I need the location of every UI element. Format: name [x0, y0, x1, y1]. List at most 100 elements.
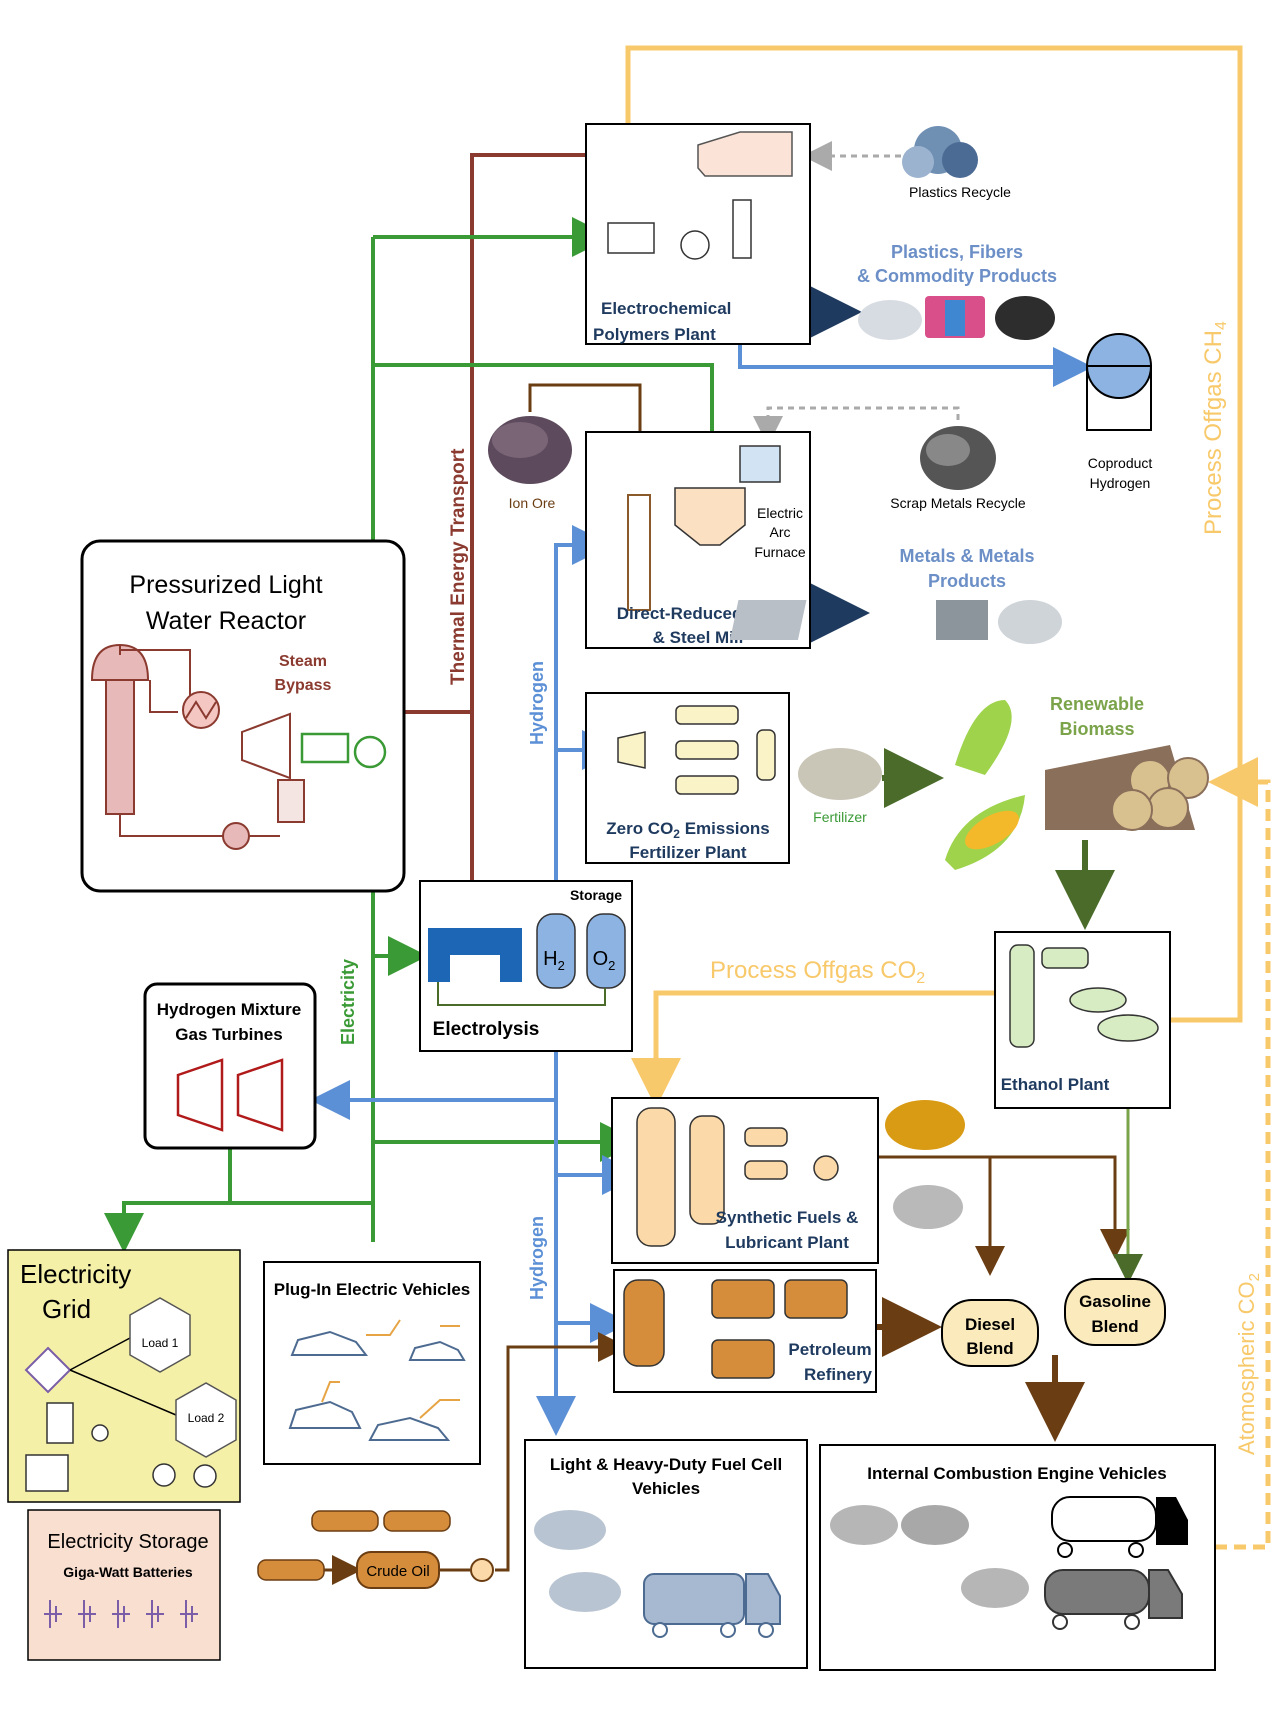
load-1-label: Load 1 — [142, 1336, 179, 1350]
fcv-car-2-icon — [549, 1572, 621, 1612]
fermenter-1-icon — [1069, 987, 1127, 1013]
fcv-truck-cab-icon — [745, 1573, 781, 1625]
synfuels-hx-1-icon — [744, 1127, 788, 1147]
metals-products-line2: Products — [928, 571, 1006, 591]
plastics-products-line2: & Commodity Products — [857, 266, 1057, 286]
ice-truck-2-trailer-icon — [1044, 1569, 1150, 1615]
diesel-label-line1: Diesel — [965, 1315, 1015, 1334]
eaf-label-line2: Arc — [770, 524, 791, 540]
synfuels-pump-icon — [813, 1155, 839, 1181]
metals-products-line1: Metals & Metals — [899, 546, 1034, 566]
plastics-products-image — [858, 296, 1055, 340]
biomass-label-line2: Biomass — [1059, 719, 1134, 739]
electric-arc-furnace-icon — [674, 487, 746, 546]
diesel-label-line2: Blend — [966, 1339, 1013, 1358]
plastics-recycle-image — [902, 126, 978, 178]
coproduct-line2: Hydrogen — [1090, 475, 1151, 491]
railcar-1-icon — [311, 1510, 379, 1532]
ice-label: Internal Combustion Engine Vehicles — [867, 1464, 1166, 1483]
petroleum-refinery: Petroleum Refinery — [613, 1269, 877, 1393]
turbine-icon — [241, 712, 291, 780]
iron-ore-image — [488, 416, 572, 484]
ethanol-exchanger-icon — [1041, 947, 1089, 969]
polymers-plant: Electrochemical Polymers Plant — [585, 123, 811, 345]
railcar-3-icon — [257, 1559, 325, 1581]
refinery-tank-2-icon — [784, 1279, 848, 1319]
crude-oil-pump-icon — [470, 1558, 494, 1582]
fan-icon — [193, 1464, 217, 1488]
fermenter-2-icon — [1097, 1014, 1159, 1042]
synfuels-plant: Synthetic Fuels & Lubricant Plant — [611, 1097, 879, 1264]
ethanol-plant: Ethanol Plant — [994, 931, 1171, 1109]
iron-ore-label: Ion Ore — [509, 495, 556, 511]
hydrogen-label-upper: Hydrogen — [527, 661, 547, 745]
grid-label-line2: Grid — [42, 1294, 91, 1324]
reactor-tube-1-icon — [675, 705, 739, 725]
gasoline-label-line2: Blend — [1091, 1317, 1138, 1336]
pump-icon — [222, 822, 250, 850]
crude-oil-section: Crude Oil — [257, 1510, 494, 1589]
oil-lines — [495, 383, 1130, 1572]
separator-icon — [756, 729, 776, 781]
h2-label: H2 — [543, 948, 565, 973]
turbines-label-line2: Gas Turbines — [175, 1025, 282, 1044]
offgas-co2-label: Process Offgas CO2 — [710, 957, 925, 987]
o2-label: O2 — [593, 948, 616, 973]
synfuels-hx-2-icon — [744, 1160, 788, 1180]
vessel-icon — [680, 230, 710, 260]
fertilizer-plant: Zero CO2 Emissions Fertilizer Plant — [585, 692, 790, 864]
turbine-1-icon — [176, 1058, 224, 1132]
battery-icons — [44, 1600, 198, 1628]
ev-label: Plug-In Electric Vehicles — [274, 1280, 471, 1299]
synfuels-label-line1: Synthetic Fuels & — [716, 1208, 859, 1227]
ice-car-2-icon — [901, 1505, 969, 1545]
fcv-label-line1: Light & Heavy-Duty Fuel Cell — [550, 1455, 782, 1474]
diesel-blend-tank: Diesel Blend — [941, 1299, 1039, 1367]
gasoline-label-line1: Gasoline — [1079, 1292, 1151, 1311]
ice-truck-2-cab-icon — [1148, 1569, 1183, 1619]
electrolyzer-icon — [428, 928, 522, 982]
plastics-products-line1: Plastics, Fibers — [891, 242, 1023, 262]
steel-label-line2: & Steel Mill — [653, 628, 744, 647]
reactor-tube-2-icon — [675, 740, 739, 760]
storage-title: Electricity Storage — [47, 1531, 208, 1553]
ice-vehicles-box: Internal Combustion Engine Vehicles — [819, 1444, 1216, 1671]
polymers-label-line1: Electrochemical — [601, 299, 731, 318]
compressor-icon — [617, 731, 646, 769]
coproduct-hydrogen-tank — [1086, 333, 1152, 431]
ice-truck-1-cab-icon — [1156, 1497, 1188, 1545]
ice-car-3-icon — [961, 1568, 1029, 1608]
gasoline-blend-tank: Gasoline Blend — [1064, 1278, 1166, 1346]
grid-label-line1: Electricity — [20, 1259, 131, 1289]
scrap-metals-image — [920, 426, 996, 490]
reactor-title-line2: Water Reactor — [146, 607, 306, 635]
biomass-corn-image — [945, 700, 1025, 870]
ethanol-label: Ethanol Plant — [1001, 1075, 1110, 1094]
fcv-label-line2: Vehicles — [632, 1479, 700, 1498]
scrap-metals-label: Scrap Metals Recycle — [890, 495, 1026, 511]
load-1-node — [129, 1297, 191, 1373]
plastics-reactor-icon — [697, 131, 793, 177]
ev-car-icons — [288, 1330, 466, 1441]
offgas-co2-line — [631, 990, 995, 1108]
electricity-storage: Electricity Storage Giga-Watt Batteries — [27, 1509, 221, 1661]
eaf-label-line1: Electric — [757, 505, 803, 521]
lubricant-oil-image — [885, 1100, 965, 1150]
synfuels-column-icon — [689, 1115, 725, 1225]
biomass-label-line1: Renewable — [1050, 694, 1144, 714]
ice-truck-1-trailer-icon — [1051, 1496, 1157, 1542]
fertilizer-label: Fertilizer — [813, 809, 867, 825]
server-icon — [25, 1454, 69, 1492]
ethanol-column-icon — [1009, 944, 1035, 1048]
storage-label: Storage — [570, 887, 622, 903]
shaft-furnace-icon — [627, 494, 651, 611]
reactor-box: Pressurized Light Water Reactor Steam By… — [80, 539, 406, 893]
electrolysis-label: Electrolysis — [433, 1019, 540, 1040]
load-2-label: Load 2 — [188, 1411, 225, 1425]
motor-icon — [152, 1463, 176, 1487]
storage-subtitle: Giga-Watt Batteries — [63, 1564, 193, 1580]
coproduct-line1: Coproduct — [1088, 455, 1153, 471]
appliance-icon — [46, 1402, 74, 1444]
steam-bypass-line1: Steam — [279, 653, 327, 670]
plastics-recycle-label: Plastics Recycle — [909, 184, 1011, 200]
